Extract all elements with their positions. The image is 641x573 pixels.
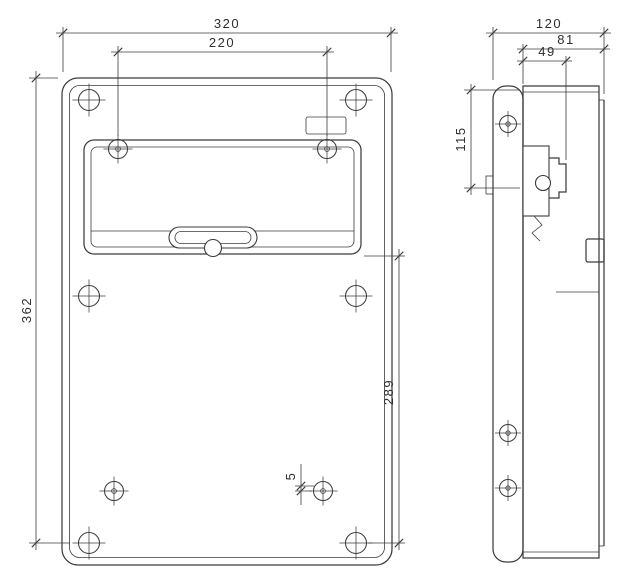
overall-height-label: 362 — [19, 297, 34, 323]
corner-hole-bottom-right — [338, 525, 374, 561]
body-outline — [522, 85, 600, 559]
dimensions-side: 120 81 49 115 — [453, 16, 611, 195]
overall-width-label: 320 — [214, 16, 240, 31]
dim-overall-height: 362 — [19, 71, 70, 550]
enclosure-inner-outline — [69, 85, 385, 558]
lower-height-label: 289 — [381, 379, 396, 405]
plate-hole-lower-2 — [494, 474, 522, 502]
depth-to-rail-label: 49 — [538, 44, 555, 59]
drawing-root: 320 220 362 — [19, 16, 611, 566]
corner-hole-top-left — [71, 82, 107, 118]
corner-hole-top-right — [338, 82, 374, 118]
corner-hole-bottom-left — [71, 525, 107, 561]
rail-roller — [534, 174, 552, 192]
depth-to-front-label: 81 — [557, 32, 574, 47]
cover-latch — [585, 238, 605, 263]
mid-hole-right — [338, 278, 374, 314]
dim-rail-height: 115 — [453, 84, 520, 195]
label-plate — [305, 116, 347, 135]
lock-knob — [203, 238, 223, 258]
door-window — [83, 139, 362, 255]
overall-depth-label: 120 — [536, 16, 562, 31]
rail-height-label: 115 — [453, 126, 468, 151]
hole-offset-label: 5 — [283, 472, 298, 481]
dim-depth-to-front: 81 — [517, 32, 610, 84]
dim-overall-depth: 120 — [486, 16, 611, 94]
top-hole-spacing-label: 220 — [209, 35, 235, 50]
dim-top-hole-spacing: 220 — [111, 35, 334, 136]
bottom-hole-right — [307, 475, 339, 507]
dimensions-front: 320 220 362 — [19, 16, 405, 550]
enclosure-outline — [61, 77, 393, 566]
front-view — [61, 77, 393, 566]
dim-lower-height: 289 — [364, 249, 405, 550]
bottom-hole-left — [98, 475, 130, 507]
mounting-hole-top-right — [311, 133, 343, 165]
dim-depth-to-rail: 49 — [517, 44, 572, 160]
rail-spring-clip — [531, 215, 543, 242]
plate-hole-lower-1 — [494, 419, 522, 447]
mounting-hole-top-left — [102, 133, 134, 165]
side-view — [485, 85, 605, 563]
mid-hole-left — [71, 278, 107, 314]
din-rail-bracket — [522, 145, 567, 242]
wall-tab — [485, 175, 494, 195]
plate-hole-top — [494, 110, 522, 138]
dim-overall-width: 320 — [56, 16, 398, 72]
dim-hole-offset: 5 — [283, 464, 314, 505]
din-rail-profile — [549, 157, 567, 199]
